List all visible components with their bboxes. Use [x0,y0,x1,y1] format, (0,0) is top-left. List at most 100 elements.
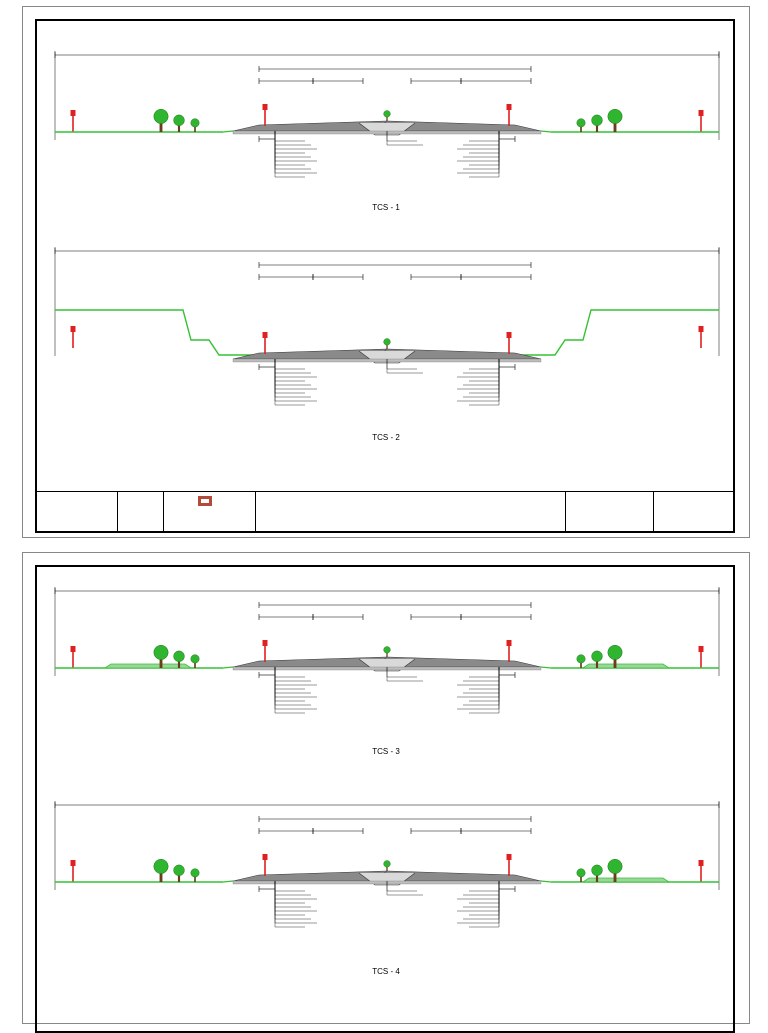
tree-trunk [613,656,617,668]
pole-head [698,860,704,866]
tree-crown [607,108,623,124]
tree-crown [153,644,169,660]
pole-head [506,104,512,110]
tree-crown [591,650,603,662]
tree-crown [383,110,391,118]
tree-trunk [194,125,196,132]
tree-trunk [580,661,582,668]
tree-icon [173,114,185,132]
drawing-sheet-2: TCS - 3 TCS - 4 [22,552,750,1033]
tree-icon [190,654,200,668]
pole-head [506,332,512,338]
title-block-drawing-title [565,492,653,533]
section-drawing-tcs-4 [54,801,720,928]
tree-trunk [194,875,196,882]
tree-icon [591,114,603,132]
tree-trunk [386,343,388,349]
tree-icon [153,644,169,668]
tree-crown [576,868,586,878]
embankment-slope-left [222,880,234,883]
ground-line-right [515,309,719,356]
tree-icon [383,110,391,121]
tree-icon [576,654,586,668]
pole-head [262,332,268,338]
boundary-pole-icon [70,110,76,132]
embankment-slope-right [540,130,552,133]
title-block-revisions [35,492,117,533]
sheet-1-border [35,19,735,533]
tree-crown [607,858,623,874]
tree-trunk [177,873,181,882]
pole-head [506,854,512,860]
tree-trunk [386,651,388,657]
pole-head [698,326,704,332]
tree-icon [190,118,200,132]
tree-icon [607,644,623,668]
pole-head [70,646,76,652]
pole-head [262,104,268,110]
tree-crown [591,114,603,126]
boundary-pole-icon [262,104,268,126]
title-block-client-logo [117,492,163,533]
boundary-pole-icon [70,326,76,348]
section-label-tcs-1: TCS - 1 [372,203,400,212]
tree-trunk [580,125,582,132]
tree-icon [173,650,185,668]
boundary-pole-icon [698,646,704,668]
tree-icon [190,868,200,882]
embankment-slope-right [540,666,552,669]
tree-trunk [386,115,388,121]
tree-trunk [159,656,163,668]
drawing-sheet-1: TCS - 1 TCS - 2 [22,6,750,538]
tree-crown [383,860,391,868]
boundary-pole-icon [506,854,512,876]
boundary-pole-icon [70,860,76,882]
tree-trunk [194,661,196,668]
tree-icon [576,118,586,132]
tree-crown [153,108,169,124]
tree-crown [576,118,586,128]
earthen-shoulder-road-right [581,663,671,669]
boundary-pole-icon [262,640,268,662]
boundary-pole-icon [506,104,512,126]
tree-icon [173,864,185,882]
boundary-pole-icon [698,110,704,132]
section-label-tcs-2: TCS - 2 [372,433,400,442]
tree-icon [591,650,603,668]
section-drawing-tcs-1 [54,51,720,178]
tree-trunk [386,865,388,871]
tree-crown [576,654,586,664]
section-drawing-tcs-2 [54,247,720,406]
boundary-pole-icon [506,332,512,354]
boundary-pole-icon [698,326,704,348]
tree-trunk [159,120,163,132]
tree-trunk [580,875,582,882]
title-block-project [255,492,565,533]
tree-crown [173,114,185,126]
tree-trunk [613,120,617,132]
embankment-slope-right [540,880,552,883]
pole-head [698,646,704,652]
tree-crown [173,650,185,662]
ground-line-left [55,309,259,356]
boundary-pole-icon [698,860,704,882]
tree-crown [591,864,603,876]
tree-icon [383,860,391,871]
tree-icon [607,108,623,132]
tree-icon [607,858,623,882]
tree-crown [607,644,623,660]
boundary-pole-icon [262,332,268,354]
tree-crown [173,864,185,876]
tree-trunk [595,659,599,668]
boundary-pole-icon [70,646,76,668]
pole-head [506,640,512,646]
tree-trunk [177,123,181,132]
title-block-client [163,492,255,533]
pole-head [70,326,76,332]
title-block-drawing-number [653,492,735,533]
boundary-pole-icon [262,854,268,876]
embankment-slope-left [222,130,234,133]
tree-trunk [177,659,181,668]
pole-head [70,110,76,116]
title-block [35,491,735,533]
